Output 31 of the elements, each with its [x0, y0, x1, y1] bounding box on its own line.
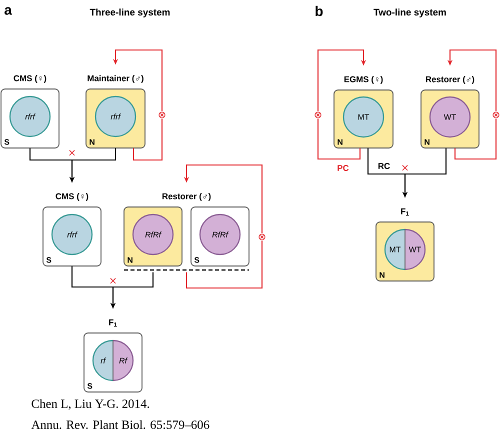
panel-title: Two-line system — [374, 8, 446, 18]
panel-title: Three-line system — [90, 8, 170, 18]
edge-label: × — [108, 278, 118, 284]
box-heading: EGMS (♀) — [344, 76, 383, 84]
box-heading: CMS (♀) — [56, 193, 88, 201]
box-heading: F$_{1}$ — [109, 319, 117, 327]
plant-box — [190, 206, 250, 266]
edge-label: ⊗ — [157, 111, 167, 119]
box-heading: CMS (♀) — [14, 75, 46, 83]
plant-box — [0, 75, 60, 148]
plant-box — [124, 206, 182, 266]
box-heading: Maintainer (♂) — [88, 75, 144, 83]
edge-label: RC — [377, 162, 391, 170]
plant-box — [86, 75, 146, 148]
edge-label: × — [400, 164, 410, 172]
box-heading: Restorer (♂) — [426, 76, 474, 84]
plant-box — [420, 76, 480, 148]
connector-arrow — [317, 49, 366, 160]
loop-label: PC — [338, 165, 349, 171]
edge-label: ⊗ — [313, 111, 323, 119]
edge-label: ⊗ — [491, 111, 501, 119]
plant-box — [42, 193, 102, 266]
box-heading: F$_{1}$ — [401, 208, 409, 216]
plant-box — [84, 319, 142, 392]
edge-label: × — [67, 150, 77, 156]
panel-letter: b — [316, 6, 323, 16]
plant-box — [376, 208, 434, 282]
edge-label: ⊗ — [257, 233, 267, 241]
citation: Chen L, Liu Y-G. 2014. Annu. Rev. Plant Biol. 65:579–606 — [31, 399, 210, 429]
plant-box — [334, 76, 394, 148]
panel-letter: a — [4, 7, 12, 15]
